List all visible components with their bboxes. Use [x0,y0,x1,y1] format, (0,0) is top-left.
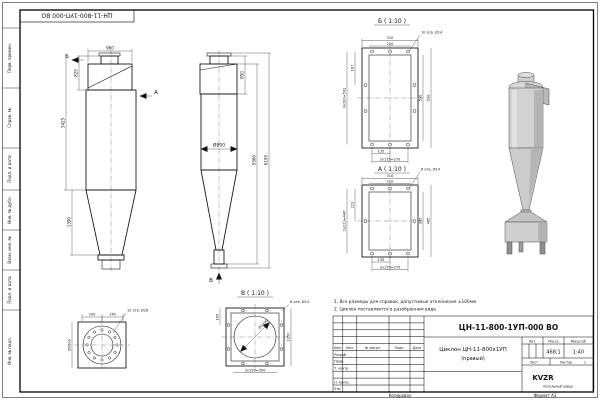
view-v-title: В ( 1:10 ) [241,290,269,297]
tb-sheet-label: Лист [530,360,538,364]
tb-col-podp: Подп. [395,346,405,350]
note-line-1: 1. Все размеры для справок, допустимые о… [334,299,478,305]
note-line-2: 2. Циклон поставляется в разобранном вид… [334,307,437,313]
side-view: Ø800 850 5560 6195 В [199,50,271,284]
dim-v-hole-total: 2х150=300 [245,368,266,372]
tb-col-doc: № докум. [365,346,381,350]
front-view: 960 825 3425 1390 Б А [61,46,158,272]
margin-label: Инв. № дубл. [7,196,12,223]
dim-front-width: 960 [106,46,114,51]
dim-a-outer-width: 310 [387,174,394,178]
section-b-title: Б ( 1:10 ) [378,18,406,25]
dim-b-inner-height: 530 [419,95,423,102]
dim-a-hole-step-h: 135 [378,258,385,262]
dim-v-side: 1250 [287,333,291,342]
notes: 1. Все размеры для справок, допустимые о… [334,299,478,313]
dim-front-cone-height: 1390 [67,216,72,227]
dim-side-mid-height: 5560 [252,154,257,165]
tb-col-list: Лист [346,346,354,350]
tb-col-izm: Изм. [334,346,342,350]
dim-front-inlet-height: 825 [74,69,79,77]
section-a: А ( 1:10 ) 310 210 8 отв. Ø14 223 2х223=… [343,166,441,271]
view-arrow-b-label: Б [65,54,69,60]
dim-flange-a: 200 [89,313,96,317]
top-stamp: ЦН-11-800-1УП-000 ВО [19,9,135,23]
tb-sheets-label: Листов [560,360,572,364]
tb-row-utv: Утв. [334,387,341,391]
tb-mass-label: Масса [548,340,558,344]
dim-side-total-height: 6195 [264,154,269,165]
dim-a-inner-width: 210 [387,179,394,183]
dim-b-outer-height: 630 [427,95,431,102]
margin-label: Взам. инв. № [7,236,12,263]
view-arrow-v-label: В [209,278,213,284]
dim-b-outer-width: 310 [387,36,394,40]
title-block: Изм. Лист № докум. Подп. Дата Разраб. Пр… [332,315,594,393]
dim-flange-b: 140 [109,313,116,317]
tb-col-data: Дата [413,346,421,350]
tb-mass-value: 468,1 [546,350,560,356]
dim-b-hole-total-h: 2х135=270 [380,157,401,161]
sheet-footer: Копировал Формат А3 [389,393,557,398]
tb-row-tkontr: Т. контр. [333,367,349,371]
dim-b-hole-total-v: 3х197=591 [343,88,347,109]
dim-v-edge: 150 [216,314,220,321]
dim-side-diameter: Ø800 [213,142,225,149]
tb-sheets-value: 1 [584,360,586,364]
margin-label: Подп. и дата [7,276,12,304]
dim-a-hole-total-h: 2х135=270 [380,265,401,269]
dim-b-hole-step-v: 197 [351,65,355,72]
dim-a-hole-total-v: 2х223=446 [343,211,347,232]
dim-a-hole-step-v: 223 [351,202,355,209]
tb-row-razrab: Разраб. [334,353,347,357]
stamp-doc-number: ЦН-11-800-1УП-000 ВО [41,12,112,19]
view-arrow-a-label: А [154,90,158,96]
dim-a-inner-height: 395 [419,218,423,225]
dim-front-body-height: 3425 [61,117,66,128]
footer-format: Формат А3 [534,393,557,398]
margin-labels: Перв. примен. Справ. № Подп. и дата Инв.… [7,43,12,365]
margin-label: Перв. примен. [7,43,12,73]
tb-row-prov: Пров. [334,360,343,364]
section-a-title: А ( 1:10 ) [378,166,406,173]
view-v: В ( 1:10 ) 8 отв. Ø14 Ø1250 1250 150 2х1… [216,290,310,373]
tb-org-name: Котельный завод [543,385,573,389]
dim-v-circle: Ø1250 [257,318,269,330]
tb-doc-number: ЦН-11-800-1УП-000 ВО [459,323,558,332]
dim-b-hole-step-h: 135 [378,149,385,153]
tb-org-logo: KVZR [532,374,554,382]
dim-b-inner-width: 210 [387,42,394,46]
dim-a-outer-height: 485 [427,218,431,225]
tb-scale-label: Масштаб [571,340,586,344]
tb-scale-value: 1:40 [573,350,584,356]
holes-note-a: 8 отв. Ø14 [421,167,441,172]
flange-detail: 200 140 12 отв. Ø18 Ø1600 [67,308,148,372]
iso-view [504,72,550,255]
margin-label: Инв. № подл. [7,337,12,365]
tb-product-name: Циклон ЦН-11-800х1УП [439,347,507,353]
margin-label: Подп. и дата [7,155,12,183]
tb-row-nkontr: Н. контр. [334,380,349,384]
footer-copied: Копировал [389,393,412,398]
holes-note-b: 10 отв. Ø14 [421,30,443,35]
dim-side-top-height: 850 [240,71,245,79]
margin-label: Справ. № [7,108,12,127]
holes-note-v: 8 отв. Ø14 [290,299,310,304]
dim-flange-circle: Ø1600 [67,339,72,351]
tb-product-variant: (правый) [461,355,485,362]
tb-lit-label: Лит. [529,340,536,344]
section-b: Б ( 1:10 ) 310 210 10 отв. Ø14 197 3х197… [343,18,443,163]
holes-note-flange: 12 отв. Ø18 [127,308,148,313]
